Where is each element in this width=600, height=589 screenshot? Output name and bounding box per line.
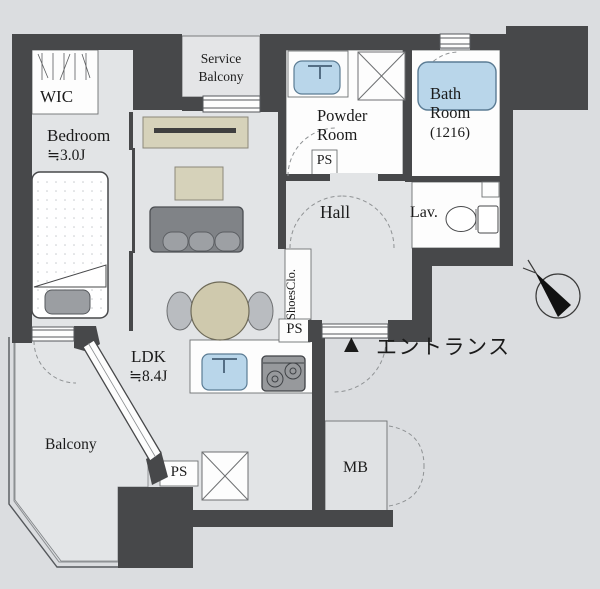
bedroom-window (31, 326, 75, 342)
openings (31, 33, 471, 462)
label-lav: Lav. (410, 204, 438, 221)
tv-board-icon (142, 116, 249, 149)
dining-table-icon (166, 281, 274, 341)
room-mb (324, 420, 388, 512)
label-ps-1: PS (316, 153, 333, 168)
chair-icon (246, 291, 274, 331)
bed-icon (31, 171, 109, 319)
label-entrance: エントランス (376, 335, 511, 359)
walls (12, 26, 588, 568)
label-hall: Hall (320, 202, 351, 222)
label-ldk-size: ≒8.4J (129, 368, 168, 385)
label-ldk: LDK (131, 347, 166, 366)
kitchen-sink-icon (201, 353, 248, 391)
toilet-icon (445, 205, 499, 234)
lav-cabinet-icon (481, 181, 500, 198)
room-shoes-closet (284, 248, 312, 321)
label-bath-size: (1216) (430, 125, 470, 141)
label-balcony: Balcony (45, 436, 97, 453)
low-table-icon (174, 166, 224, 201)
balcony-sliding-door (82, 339, 162, 462)
washing-machine-space-icon (357, 51, 406, 101)
label-ps-3: PS (170, 464, 188, 480)
label-service-balcony: Service Balcony (198, 51, 244, 84)
gas-stove-icon (261, 355, 306, 392)
entrance-door (321, 323, 389, 339)
powder-door-opening (330, 173, 378, 182)
label-shoes-closet: ShoesClo. (284, 268, 298, 320)
chair-icon (166, 291, 194, 331)
label-mb: MB (343, 459, 368, 476)
room-service-balcony (181, 35, 261, 98)
label-powder-room: Powder Room (317, 106, 368, 145)
label-ps-2: PS (286, 321, 303, 337)
compass-icon (522, 259, 581, 319)
bathtub-icon (417, 61, 497, 111)
powder-sink-icon (287, 50, 349, 98)
entrance-marker-icon: ▲ (339, 331, 364, 358)
wic-hanger-icon (37, 53, 91, 81)
refrigerator-space-icon (201, 451, 249, 501)
label-wic: WIC (40, 87, 74, 106)
sofa-icon (149, 206, 244, 253)
room-wic (31, 49, 99, 115)
bath-window (439, 33, 471, 49)
label-bedroom-size: ≒3.0J (47, 147, 86, 164)
balcony-railing (8, 337, 118, 568)
label-bath-room: Bath Room (430, 84, 471, 123)
label-bedroom: Bedroom (47, 126, 111, 145)
service-balcony-door (202, 95, 261, 113)
